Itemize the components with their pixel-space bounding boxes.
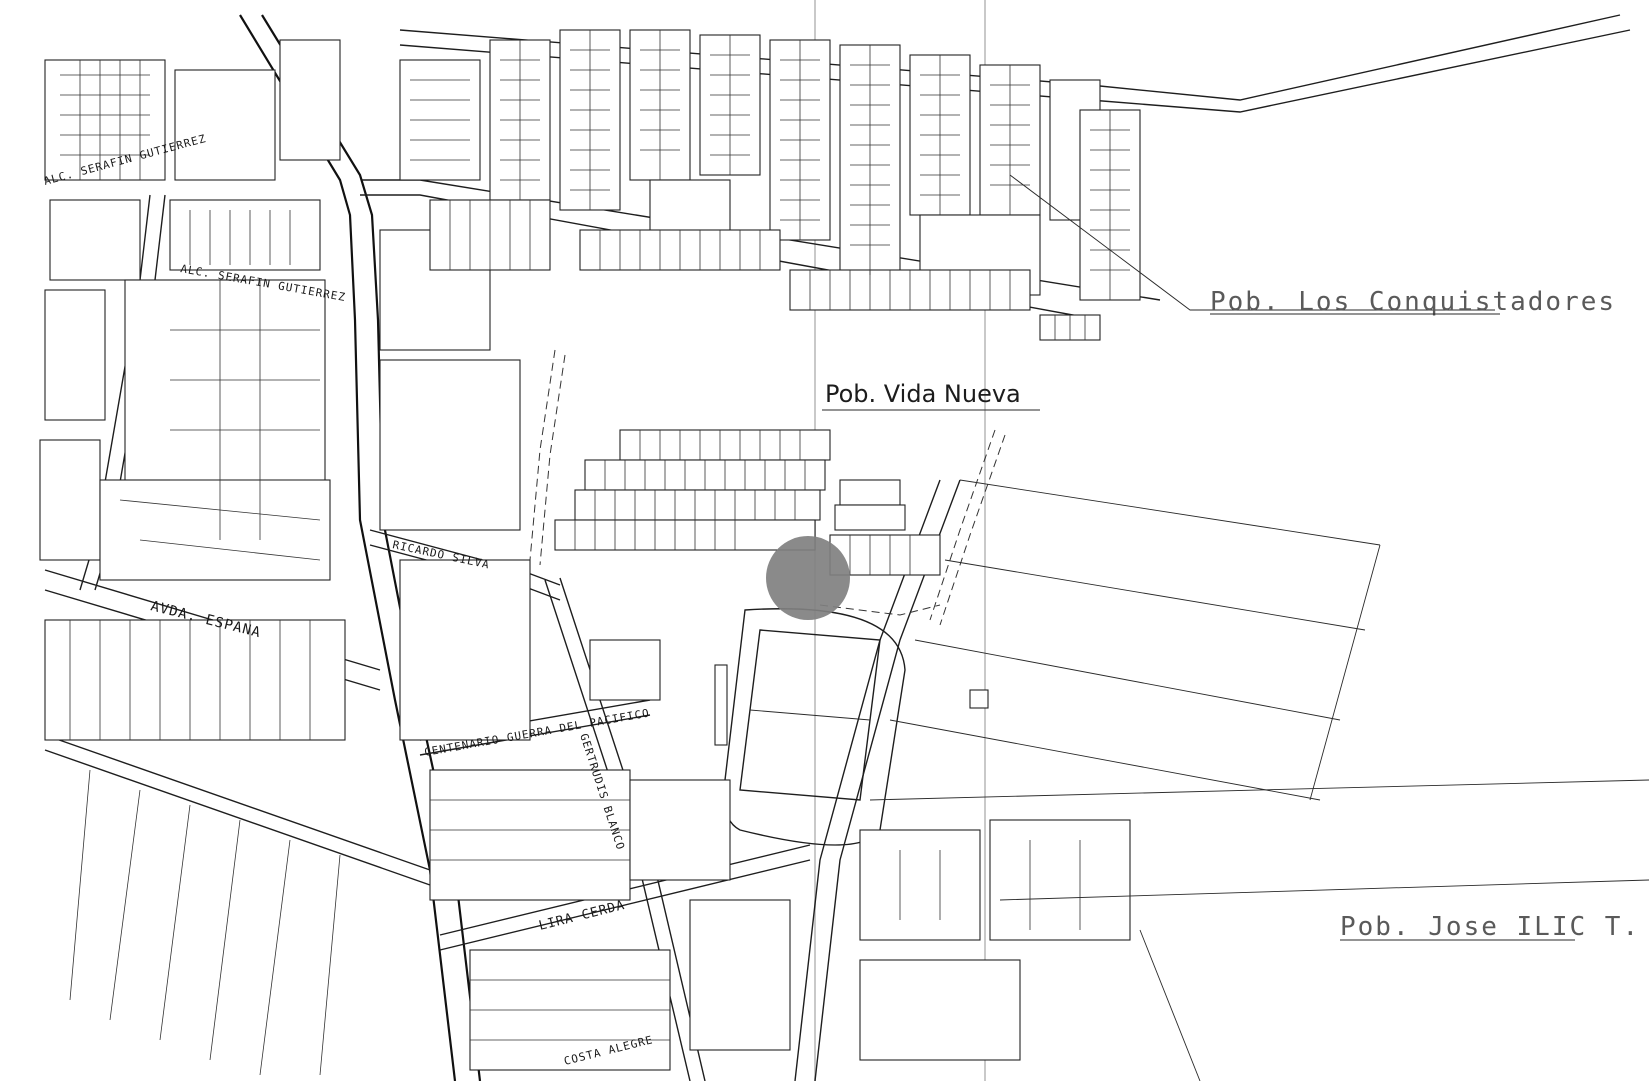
blocks-northwest	[39, 39, 521, 581]
east-fields	[869, 479, 1649, 1081]
street-label: LIRA CERDA	[537, 898, 626, 934]
area-label-los-conquistadores: Pob. Los Conquistadores	[1210, 287, 1616, 317]
leader-line	[1009, 174, 1495, 311]
blocks-vida-nueva	[529, 349, 1006, 626]
location-circle-icon	[766, 536, 850, 620]
blocks-south	[44, 559, 1131, 1076]
area-label-vida-nueva: Pob. Vida Nueva	[825, 380, 1021, 408]
area-label-jose-ilic: Pob. Jose ILIC T.	[1340, 912, 1640, 942]
blocks-los-conquistadores	[399, 29, 1141, 341]
